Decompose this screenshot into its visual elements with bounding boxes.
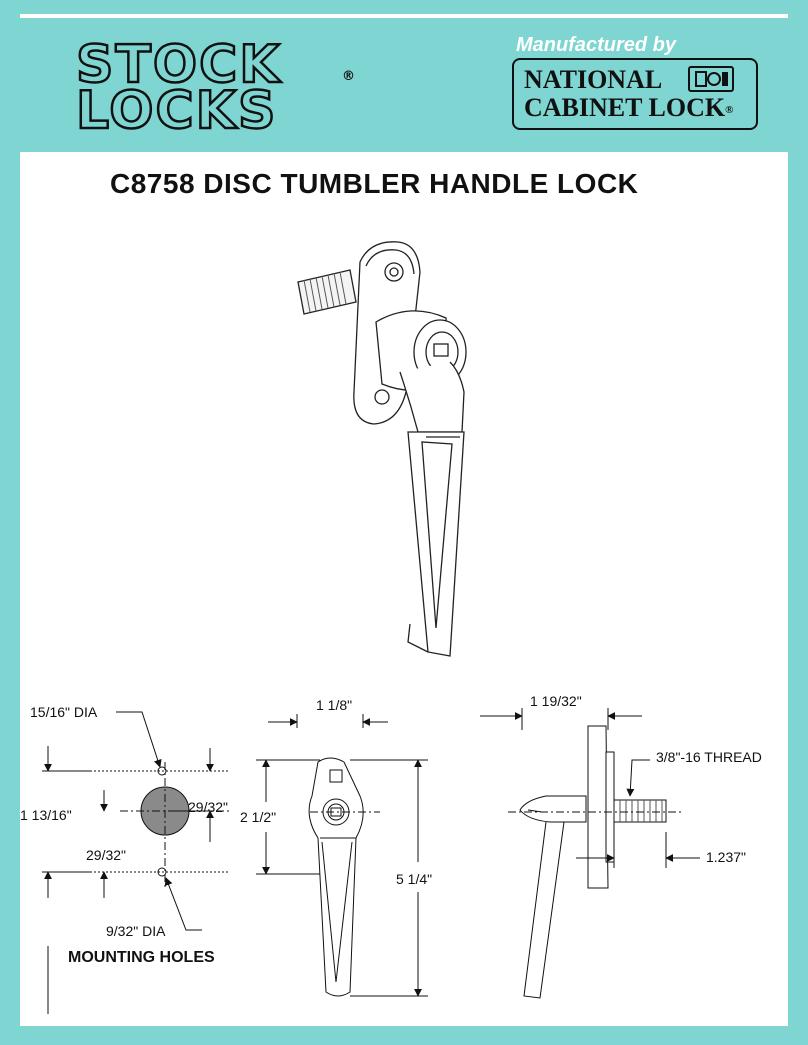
national-cabinet-lock-logo: NATIONAL CABINET LOCK® <box>512 58 758 130</box>
top-rule <box>20 14 788 18</box>
side-view-outline <box>508 725 684 999</box>
ncl-registered-mark: ® <box>725 104 734 117</box>
handle-lock-illustration <box>297 241 467 657</box>
label-hole-small-dia: 9/32" DIA <box>106 923 166 939</box>
logo-line-1: STOCK <box>75 35 282 95</box>
logo-registered-mark: ® <box>342 69 357 84</box>
label-offset-lower: 29/32" <box>86 847 126 863</box>
logo-line-2: LOCKS <box>75 81 278 141</box>
ncl-line-2: CABINET LOCK <box>524 93 726 122</box>
label-side-width: 1 19/32" <box>530 693 582 709</box>
label-offset-upper: 29/32" <box>188 799 228 815</box>
stock-locks-logo: STOCK LOCKS ® <box>75 35 355 141</box>
label-total-height: 5 1/4" <box>396 871 432 887</box>
dimension-drawings: 15/16" DIA 1 13/16" 29/32" 29/32" 9/32" … <box>20 693 762 1014</box>
label-thread: 3/8"-16 THREAD <box>656 749 762 765</box>
label-thread-length: 1.237" <box>706 849 746 865</box>
label-front-width: 1 1/8" <box>316 697 352 713</box>
ncl-name: NATIONAL CABINET LOCK® <box>524 66 733 124</box>
manufactured-by-label: Manufactured by <box>516 34 677 56</box>
lock-badge-icon <box>688 66 734 92</box>
label-escutcheon-height: 2 1/2" <box>240 809 276 825</box>
page-title: C8758 DISC TUMBLER HANDLE LOCK <box>110 168 639 199</box>
label-overall-height: 1 13/16" <box>20 807 72 823</box>
label-hole-top-dia: 15/16" DIA <box>30 704 98 720</box>
mounting-holes-caption: MOUNTING HOLES <box>68 949 215 966</box>
ncl-line-1: NATIONAL <box>524 65 663 94</box>
front-view-outline <box>308 757 380 997</box>
spec-sheet: C8758 DISC TUMBLER HANDLE LOCK <box>20 152 788 1026</box>
